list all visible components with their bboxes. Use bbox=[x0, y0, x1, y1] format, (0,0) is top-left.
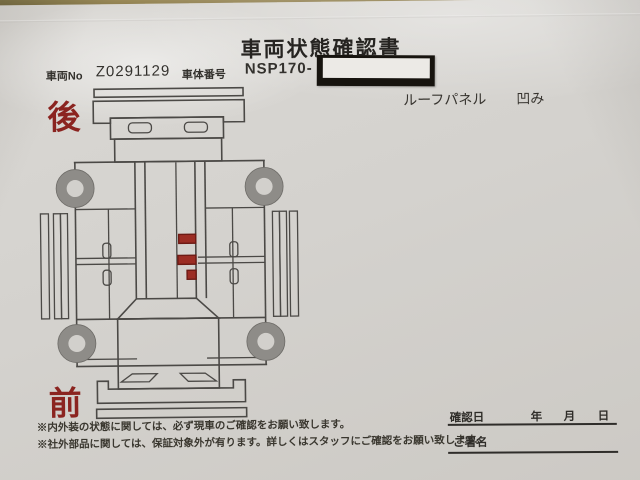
signature-underline bbox=[448, 450, 619, 454]
year-label: 年 bbox=[530, 411, 543, 424]
roof-rail-left-inner bbox=[144, 161, 148, 299]
rear-bumper-strip bbox=[93, 86, 244, 99]
damage-marks-group bbox=[177, 233, 197, 280]
body-no-value: NSP170- bbox=[244, 59, 313, 78]
headlight-right bbox=[178, 372, 219, 382]
door-handle-right-rear bbox=[229, 241, 239, 258]
door-handle-left-front bbox=[102, 269, 112, 286]
roof-rail-left-outer bbox=[134, 161, 138, 299]
front-bumper bbox=[96, 378, 247, 405]
body-top-line bbox=[73, 159, 265, 164]
door-handle-left-rear bbox=[102, 242, 112, 259]
wheel-front-left bbox=[57, 324, 97, 363]
left-door-window-line bbox=[75, 208, 136, 211]
damage-condition: 凹み bbox=[516, 90, 545, 107]
rear-bumper bbox=[92, 98, 246, 125]
damage-mark bbox=[177, 254, 197, 266]
right-door-window-line bbox=[205, 206, 265, 209]
damage-part: ルーフパネル bbox=[403, 90, 487, 108]
day-label: 日 bbox=[597, 410, 610, 423]
body-bottom-line bbox=[76, 363, 268, 368]
signature-label: ご署名 bbox=[452, 436, 488, 450]
tail-light-left bbox=[127, 122, 153, 134]
vehicle-no-value: Z0291129 bbox=[95, 62, 171, 81]
tail-light-right bbox=[183, 121, 209, 133]
left-outer-strip bbox=[39, 213, 51, 320]
damage-note: ルーフパネル 凹み bbox=[403, 88, 544, 110]
headlight-left bbox=[119, 372, 159, 383]
confirm-date-underline bbox=[447, 422, 617, 426]
wheel-front-right bbox=[246, 322, 286, 361]
door-handle-right-front bbox=[229, 268, 239, 285]
left-door-split-2 bbox=[75, 263, 136, 266]
trunk-panel bbox=[109, 116, 225, 140]
rear-hatch bbox=[113, 137, 223, 163]
right-door-split-2 bbox=[197, 261, 265, 264]
damage-mark bbox=[177, 233, 197, 245]
body-no-label: 車体番号 bbox=[181, 68, 226, 82]
footnotes: ※内外装の状態に関しては、必ず現車のご確認をお願い致します。 ※社外部品に関して… bbox=[37, 415, 486, 454]
car-damage-diagram bbox=[39, 86, 300, 420]
hood-panel bbox=[116, 317, 221, 390]
roof-rail-right-outer bbox=[204, 161, 208, 299]
wheel-rear-right bbox=[244, 167, 284, 206]
windshield bbox=[115, 297, 221, 320]
wheel-rear-left bbox=[55, 169, 95, 208]
vehicle-no-label: 車両No bbox=[45, 70, 83, 83]
roof-center-line bbox=[175, 162, 179, 299]
right-mid-strip bbox=[278, 210, 289, 317]
damage-mark bbox=[186, 269, 197, 280]
right-outer-strip bbox=[288, 210, 300, 317]
left-inner-strip bbox=[59, 212, 70, 320]
month-label: 月 bbox=[563, 410, 576, 424]
front-bumper-strip bbox=[95, 406, 248, 420]
redaction-sticker bbox=[316, 54, 435, 87]
